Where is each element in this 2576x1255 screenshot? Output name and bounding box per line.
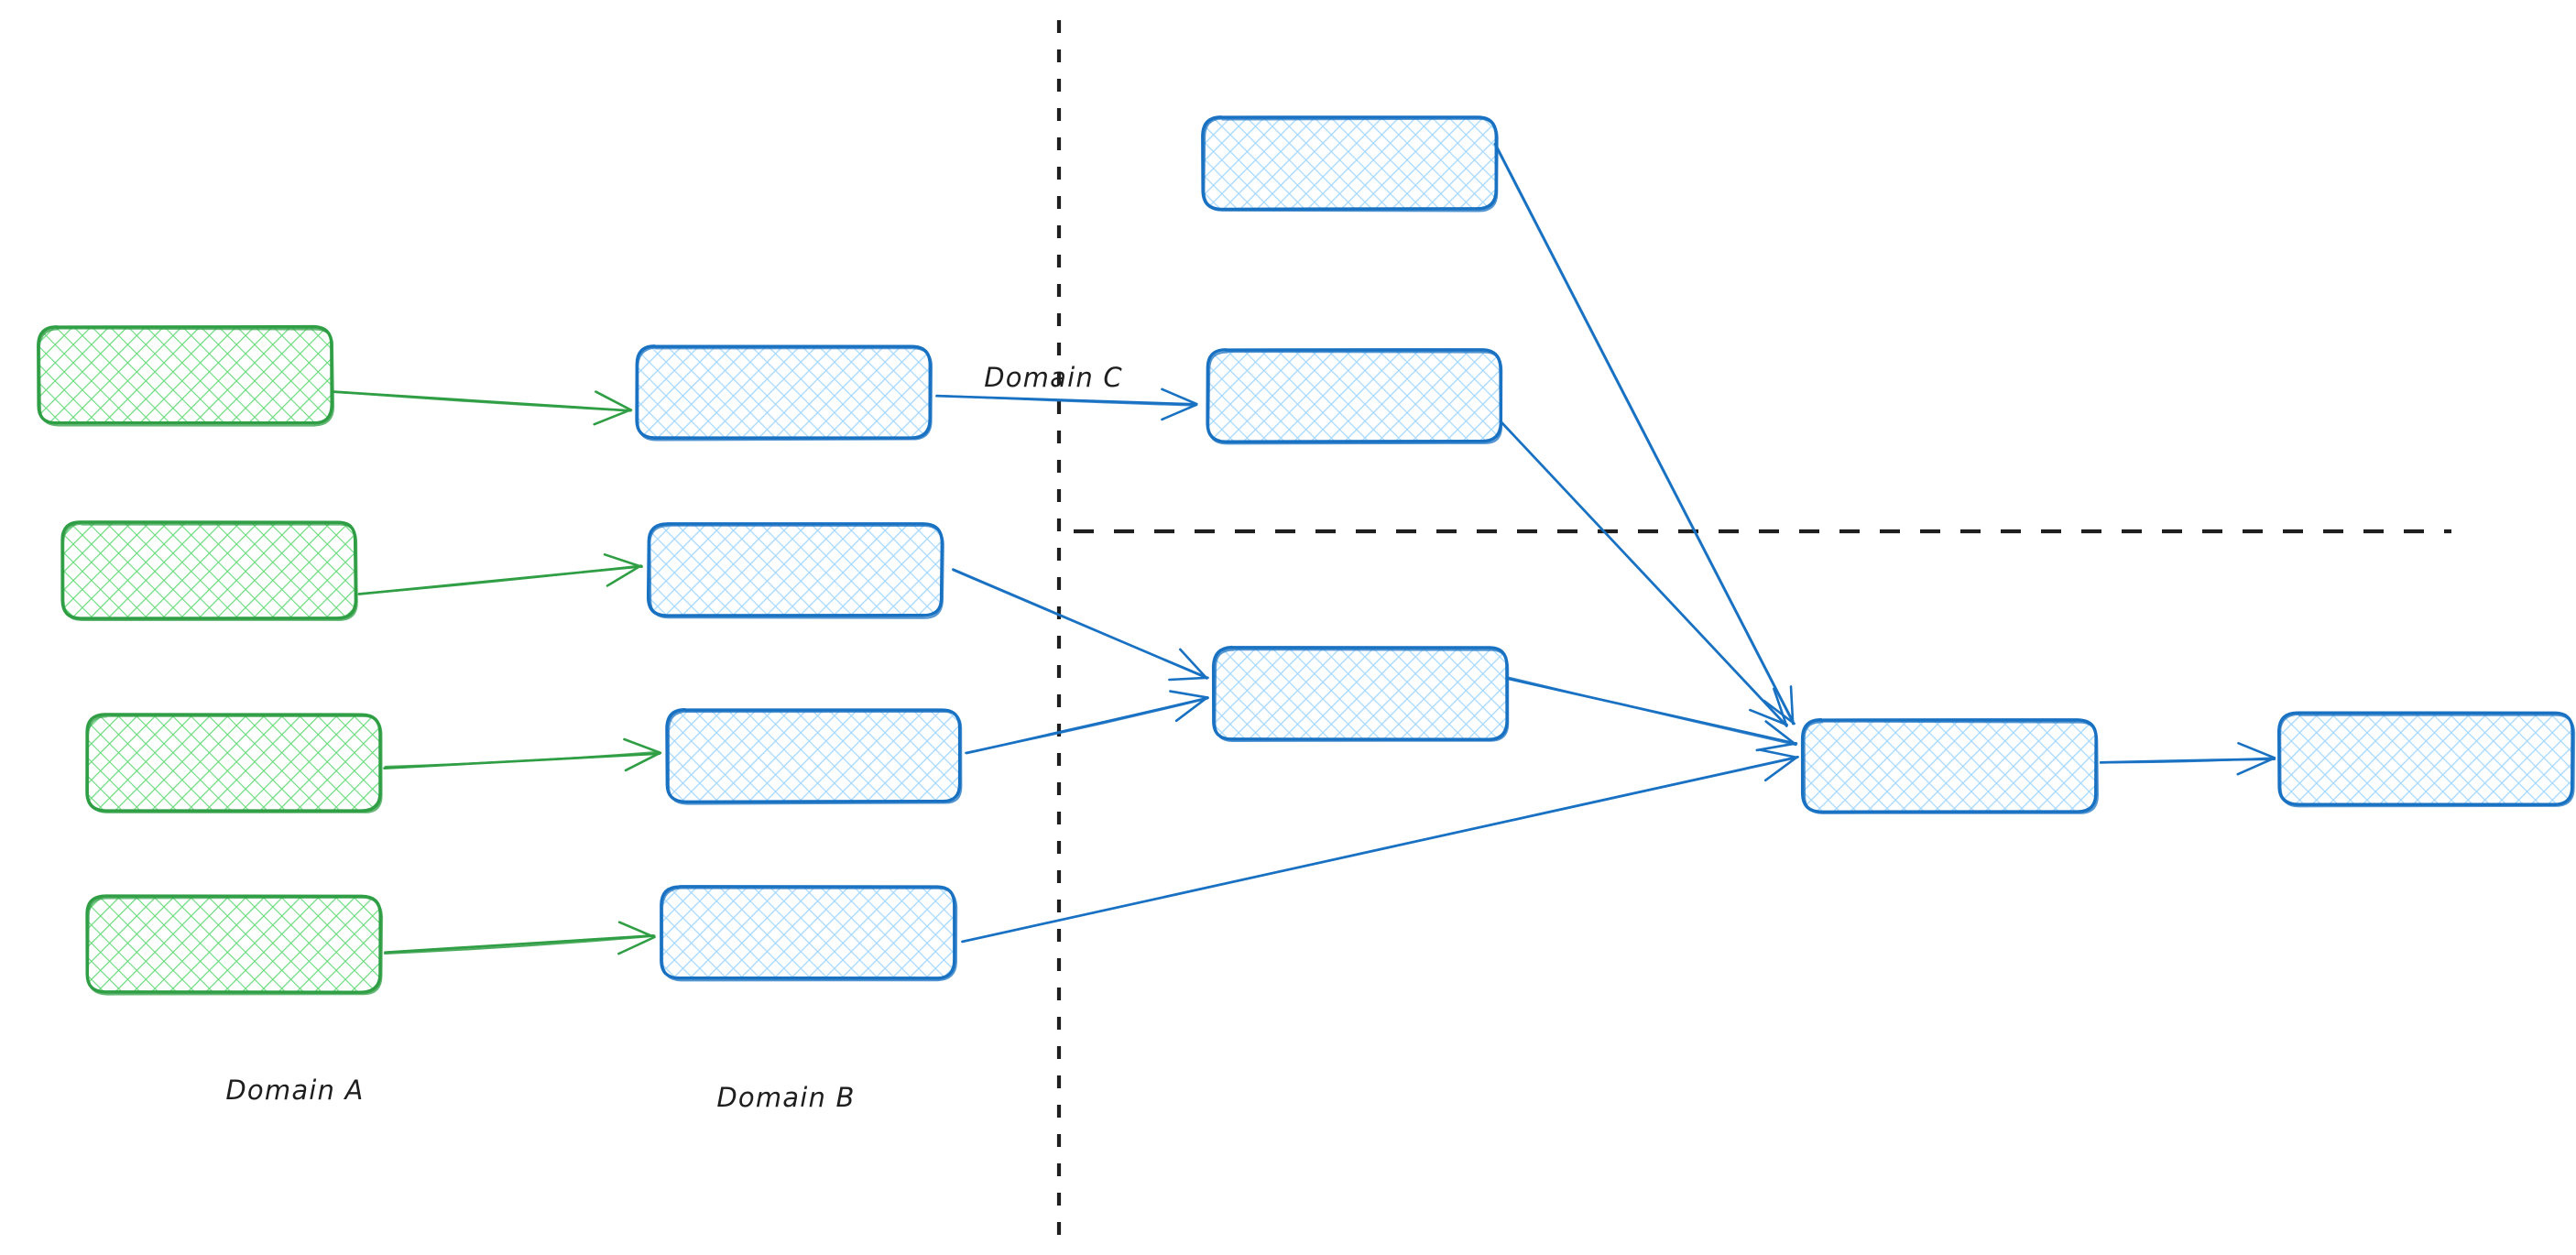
label-domain-a: Domain A xyxy=(225,1075,364,1106)
edge-a4-b4[interactable] xyxy=(383,921,656,955)
label-domain-b: Domain B xyxy=(716,1082,855,1113)
node-c2[interactable] xyxy=(1206,348,1503,445)
edge-b1-c2[interactable] xyxy=(935,387,1198,421)
node-b4[interactable] xyxy=(660,885,958,982)
edge-a3-b3[interactable] xyxy=(383,737,662,772)
edge-c3-d1[interactable] xyxy=(1505,676,1798,752)
node-d1[interactable] xyxy=(1800,718,2099,814)
edge-d1-e1[interactable] xyxy=(2099,741,2276,776)
node-a4[interactable] xyxy=(85,894,384,996)
edge-layer xyxy=(332,143,2276,955)
node-a2[interactable] xyxy=(60,520,358,622)
edge-b3-c3[interactable] xyxy=(964,690,1209,755)
node-b2[interactable] xyxy=(646,522,944,619)
edge-a1-b1[interactable] xyxy=(332,390,633,426)
node-a3[interactable] xyxy=(85,713,383,813)
edge-c1-d1[interactable] xyxy=(1493,143,1796,726)
node-b1[interactable] xyxy=(635,344,933,442)
label-layer: Domain A Domain B Domain C xyxy=(225,362,1123,1113)
label-domain-c: Domain C xyxy=(984,362,1123,393)
node-b3[interactable] xyxy=(665,708,963,805)
node-c1[interactable] xyxy=(1201,115,1499,213)
node-e1[interactable] xyxy=(2277,711,2576,808)
edge-a2-b2[interactable] xyxy=(357,553,643,595)
node-c3[interactable] xyxy=(1211,645,1510,742)
edge-b4-d1[interactable] xyxy=(961,748,1799,944)
divider-layer xyxy=(1056,20,2451,1239)
edge-b2-c3[interactable] xyxy=(952,568,1209,682)
edge-c2-d1[interactable] xyxy=(1501,421,1788,727)
node-layer xyxy=(37,115,2576,996)
node-a1[interactable] xyxy=(37,324,335,427)
